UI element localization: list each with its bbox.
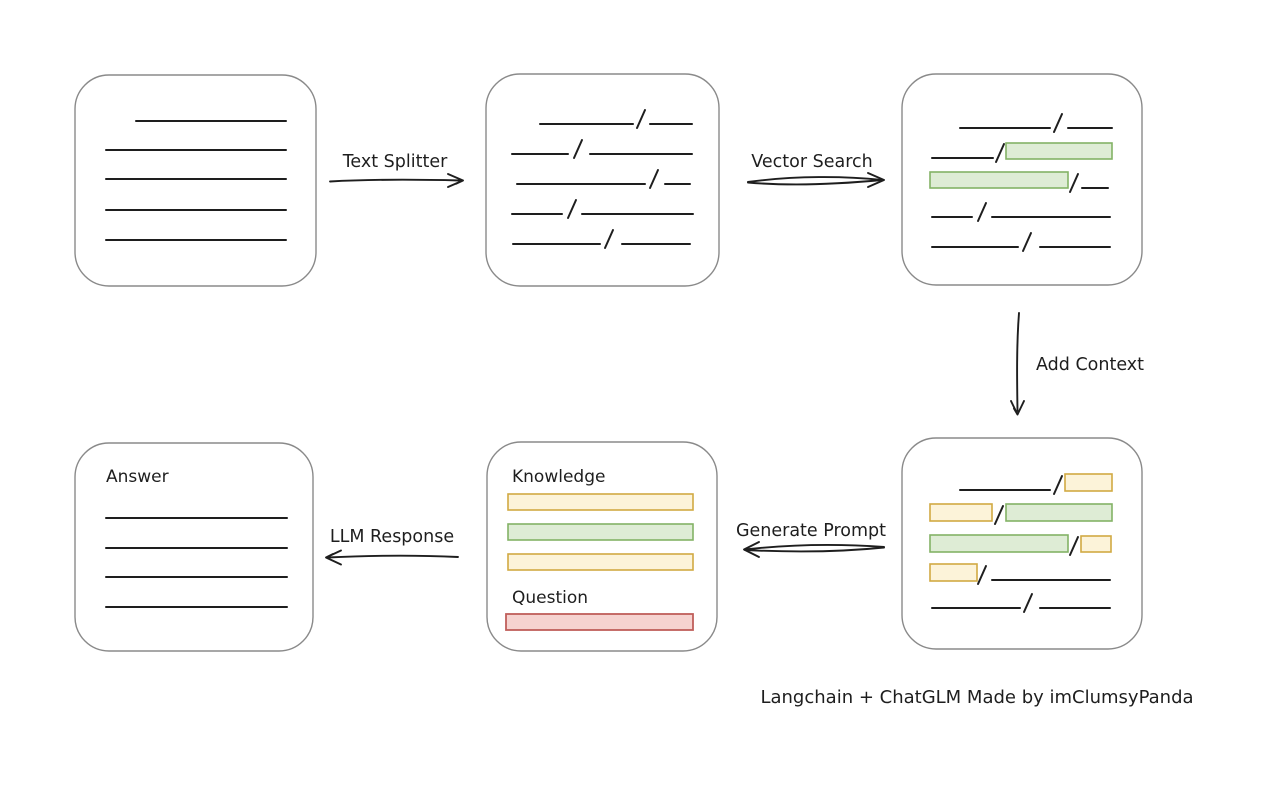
answer-label: Answer <box>106 467 169 487</box>
chunk-separator-slash <box>649 169 659 189</box>
chunk-separator-slash <box>604 229 614 249</box>
chunk-separator-slash <box>1022 232 1032 252</box>
chunk-separator-slash <box>573 139 583 159</box>
query-chunk-yellow <box>1080 535 1112 553</box>
query-chunk-yellow <box>929 563 978 582</box>
text-splitter-label: Text Splitter <box>342 152 448 172</box>
matched-chunk-green <box>1005 503 1113 522</box>
arrow-shaft-return <box>747 179 883 186</box>
chunk-separator-slash <box>1069 536 1079 556</box>
query-chunk-yellow <box>929 503 993 522</box>
chunk-separator-slash <box>1023 593 1033 613</box>
arrow-shaft <box>329 178 461 183</box>
vector-search-arrow: Vector Search <box>747 152 885 188</box>
arrow-head-right-icon <box>867 172 885 188</box>
knowledge-label: Knowledge <box>512 467 605 487</box>
knowledge-chunk-yellow <box>507 553 694 571</box>
question-label: Question <box>512 588 588 608</box>
chunks-node-box <box>485 73 720 287</box>
arrow-shaft <box>1016 312 1020 412</box>
knowledge-chunk-green <box>507 523 694 541</box>
arrow-head-left-icon <box>325 549 342 566</box>
arrow-shaft <box>747 176 883 183</box>
chunk-separator-slash <box>1053 475 1063 495</box>
answer-node: Answer <box>74 442 314 652</box>
text-splitter-arrow: Text Splitter <box>329 152 464 188</box>
context-node <box>901 437 1143 650</box>
arrow-shaft <box>744 543 885 551</box>
arrow-head-left-icon <box>743 541 760 558</box>
document-node-box <box>74 74 317 287</box>
llm-response-arrow: LLM Response <box>325 527 459 566</box>
chunk-separator-slash <box>567 199 577 219</box>
credit-text: Langchain + ChatGLM Made by imClumsyPand… <box>760 687 1193 708</box>
chunks-node <box>485 73 720 287</box>
question-chunk-red <box>505 613 694 631</box>
vector-search-label: Vector Search <box>751 152 872 172</box>
chunk-separator-slash <box>1053 113 1063 133</box>
arrow-shaft-return <box>744 546 885 553</box>
chunk-separator-slash <box>994 505 1004 525</box>
chunk-separator-slash <box>636 109 646 129</box>
chunk-separator-slash <box>977 202 987 222</box>
generate-prompt-arrow: Generate Prompt <box>736 521 886 558</box>
arrow-head-right-icon <box>447 173 464 188</box>
matched-chunks-node <box>901 73 1143 286</box>
query-chunk-yellow <box>1064 473 1113 492</box>
add-context-label: Add Context <box>1036 355 1144 375</box>
document-node <box>74 74 317 287</box>
arrow-shaft <box>326 554 459 559</box>
chunk-separator-slash <box>977 565 987 585</box>
arrow-head-down-icon <box>1010 400 1025 416</box>
generate-prompt-label: Generate Prompt <box>736 521 886 541</box>
knowledge-chunk-yellow <box>507 493 694 511</box>
matched-chunk-green <box>1005 142 1113 160</box>
matched-chunk-green <box>929 171 1069 189</box>
llm-response-label: LLM Response <box>330 527 454 547</box>
chunk-separator-slash <box>995 143 1005 163</box>
chunk-separator-slash <box>1069 173 1079 193</box>
add-context-arrow: Add Context <box>1010 312 1144 416</box>
matched-chunk-green <box>929 534 1069 553</box>
prompt-node: Knowledge Question <box>486 441 718 652</box>
